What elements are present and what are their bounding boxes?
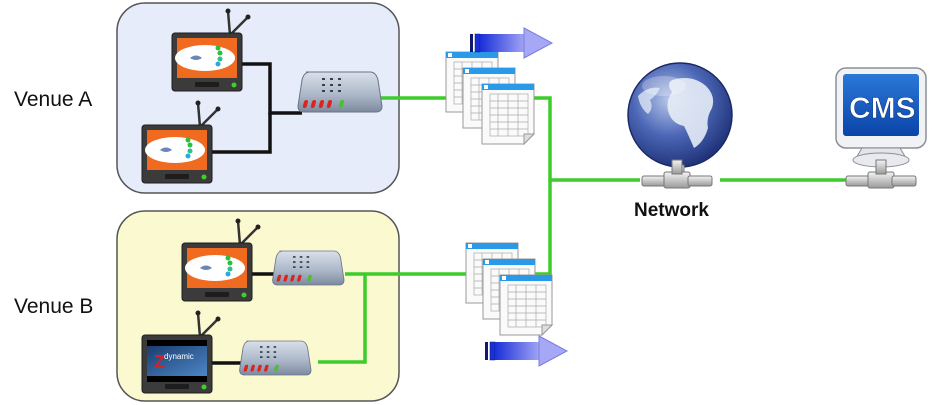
venue-a-local-links <box>212 62 302 154</box>
svg-text:Z: Z <box>154 352 165 372</box>
network-label: Network <box>634 200 709 221</box>
venue-b-router-2 <box>239 340 312 376</box>
cms-connector-icon <box>845 159 917 189</box>
venue-a-router <box>297 71 383 113</box>
venue-b-content-sheets <box>465 242 553 336</box>
cms-label: CMS <box>849 92 916 125</box>
venue-b-label: Venue B <box>14 295 93 318</box>
venue-a-label: Venue A <box>14 88 92 111</box>
globe-icon <box>627 62 733 168</box>
venue-a-content-sheets <box>445 51 535 145</box>
network-connector-icon <box>641 159 713 189</box>
dynamic-screen-text: dynamic <box>164 352 194 361</box>
venue-b-tv-2: Z dynamic <box>141 310 221 394</box>
venue-b-router-1 <box>272 250 345 286</box>
download-arrow-icon <box>484 335 568 367</box>
